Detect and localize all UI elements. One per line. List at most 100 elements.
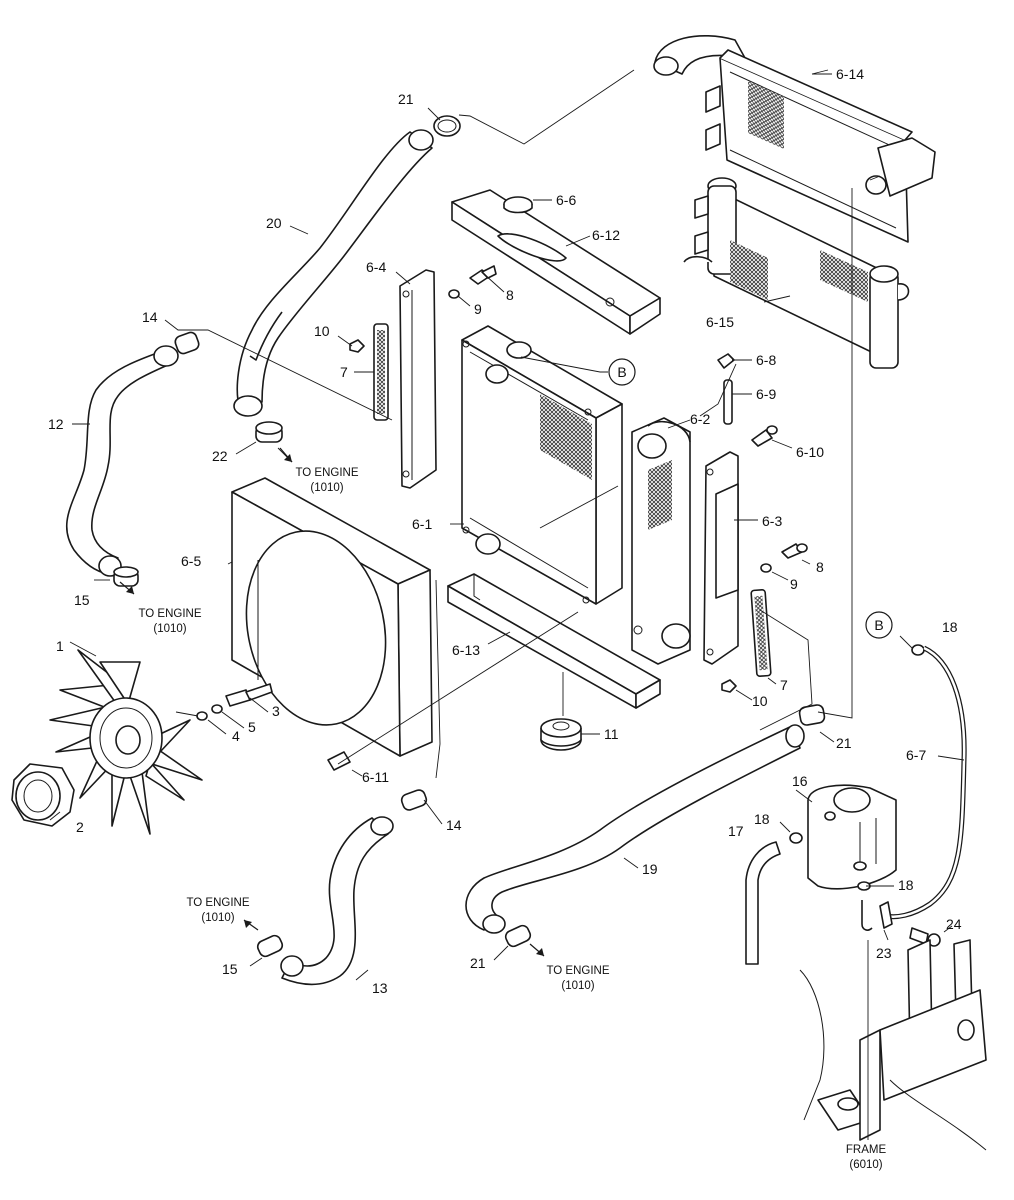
label-18-top: 18 [942, 619, 958, 635]
label-6-11: 6-11 [362, 769, 389, 785]
label-10-right: 10 [752, 693, 768, 709]
hose-19 [465, 724, 805, 934]
label-4: 4 [232, 728, 240, 744]
label-7-left: 7 [340, 364, 348, 380]
bolt-3 [225, 683, 273, 707]
upper-bracket-6-12 [451, 189, 661, 335]
clamp-15-lower [256, 934, 284, 958]
label-16: 16 [792, 773, 808, 789]
label-17: 17 [728, 823, 744, 839]
svg-text:(1010): (1010) [201, 912, 234, 924]
label-6-2: 6-2 [690, 411, 710, 427]
svg-text:TO ENGINE: TO ENGINE [186, 897, 249, 909]
label-14-upper: 14 [142, 309, 158, 325]
svg-text:B: B [874, 617, 883, 633]
label-22: 22 [212, 448, 228, 464]
arrows [119, 447, 545, 957]
note-to-engine-13: TO ENGINE (1010) [186, 897, 249, 924]
bolt-24 [909, 927, 941, 947]
clamp-22 [255, 421, 283, 443]
rubber-mount-11 [540, 718, 582, 751]
intercooler-6-14 [653, 34, 936, 243]
label-7-right: 7 [780, 677, 788, 693]
label-6-15: 6-15 [706, 314, 734, 330]
note-frame: FRAME (6010) [846, 1144, 887, 1171]
svg-text:TO ENGINE: TO ENGINE [138, 608, 201, 620]
radiator-6-1 [461, 325, 623, 605]
label-8-left: 8 [506, 287, 514, 303]
clamp-15-left [113, 566, 139, 587]
label-6-7: 6-7 [906, 747, 926, 763]
lower-bracket-6-13 [447, 573, 661, 709]
label-10-left: 10 [314, 323, 330, 339]
nut-10-right [721, 679, 737, 693]
label-6-3: 6-3 [762, 513, 782, 529]
label-20: 20 [266, 215, 282, 231]
svg-text:(1010): (1010) [561, 980, 594, 992]
svg-text:FRAME: FRAME [846, 1144, 887, 1156]
cooling-fan-1 [49, 649, 203, 835]
marker-b-vent: B [865, 611, 893, 639]
clamp-18-hose [789, 832, 803, 844]
svg-text:(1010): (1010) [153, 623, 186, 635]
label-6-13: 6-13 [452, 642, 480, 658]
washer-9-left [448, 289, 460, 299]
charge-cooler-6-2 [631, 417, 691, 665]
svg-text:B: B [617, 364, 626, 380]
label-3: 3 [272, 703, 280, 719]
clamp-21-top [433, 115, 461, 137]
frame [799, 939, 987, 1151]
clamp-18-top [911, 644, 925, 656]
callout-labels: 1 2 3 4 5 6-1 6-2 6-3 6-4 6-5 6-6 6-7 6-… [48, 66, 962, 996]
sensor-6-8 [717, 353, 735, 369]
lower-hose-12 [65, 345, 179, 577]
label-6-6: 6-6 [556, 192, 576, 208]
washer-9-right [760, 563, 772, 573]
label-11: 11 [604, 726, 619, 742]
label-6-12: 6-12 [592, 227, 620, 243]
svg-text:(1010): (1010) [310, 482, 343, 494]
label-6-14: 6-14 [836, 66, 864, 82]
note-to-engine-19: TO ENGINE (1010) [546, 965, 609, 992]
label-19: 19 [642, 861, 658, 877]
label-14-lower: 14 [446, 817, 462, 833]
label-12: 12 [48, 416, 64, 432]
side-bracket-6-4 [399, 269, 437, 489]
fan-shroud-6-5 [231, 477, 433, 757]
label-6-1: 6-1 [412, 516, 432, 532]
label-8-right: 8 [816, 559, 824, 575]
label-18-hose: 18 [754, 811, 770, 827]
label-21-top: 21 [398, 91, 414, 107]
tube-6-9 [723, 379, 733, 425]
label-15-left: 15 [74, 592, 90, 608]
label-21-low: 21 [470, 955, 486, 971]
label-24: 24 [946, 916, 962, 932]
clamp-21-low [504, 924, 532, 948]
svg-text:TO ENGINE: TO ENGINE [546, 965, 609, 977]
label-1: 1 [56, 638, 64, 654]
fan-spacer-2 [11, 763, 75, 827]
clamp-14-upper [174, 331, 200, 355]
svg-text:(6010): (6010) [849, 1159, 882, 1171]
label-15-lower: 15 [222, 961, 238, 977]
label-9-left: 9 [474, 301, 482, 317]
oil-cooler-6-15 [683, 177, 910, 369]
clamp-14-lower [400, 789, 428, 811]
note-to-engine-15: TO ENGINE (1010) [138, 608, 201, 635]
label-6-9: 6-9 [756, 386, 776, 402]
coolant-reservoir-16 [807, 784, 897, 890]
label-23: 23 [876, 945, 892, 961]
bolt-8-right [781, 543, 808, 559]
marker-b-radiator: B [608, 358, 636, 386]
clip-23 [879, 901, 893, 929]
label-13: 13 [372, 980, 388, 996]
label-9-right: 9 [790, 576, 798, 592]
washer-4 [196, 711, 208, 721]
label-2: 2 [76, 819, 84, 835]
clamp-21-mid [798, 704, 826, 726]
note-to-engine-22: TO ENGINE (1010) [295, 467, 358, 494]
label-6-4: 6-4 [366, 259, 386, 275]
overflow-hose-17 [745, 841, 781, 965]
